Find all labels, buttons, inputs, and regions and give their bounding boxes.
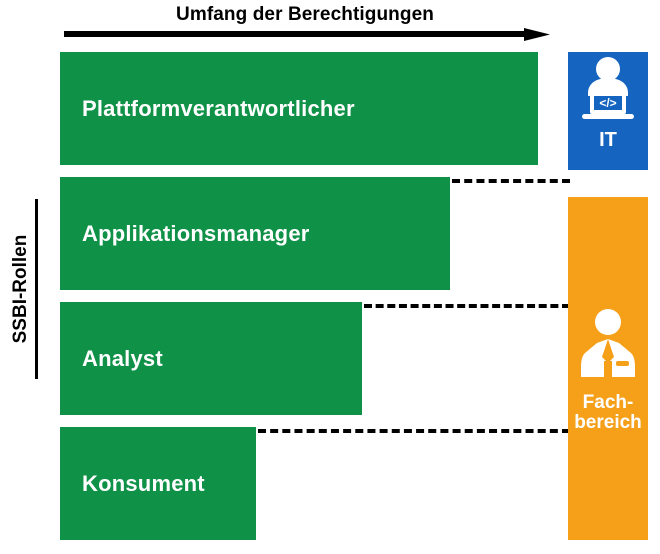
stakeholder-box-it: </> IT [568,52,648,170]
role-bar-konsument: Konsument [60,427,256,540]
business-person-icon [581,308,635,377]
stakeholder-label-line2: bereich [574,411,642,433]
role-bar-applikationsmanager: Applikationsmanager [60,177,450,290]
dashed-connector-applikationsmanager [452,179,570,183]
left-axis: SSBI-Rollen [2,195,42,395]
stakeholder-label-it: IT [599,129,617,151]
role-label: Analyst [82,345,163,371]
stakeholder-box-fachbereich: Fach- bereich [568,197,648,540]
dashed-connector-analyst [364,304,570,308]
left-axis-label: SSBI-Rollen [10,199,38,379]
role-label: Konsument [82,470,205,496]
role-bar-plattformverantwortlicher: Plattformverantwortlicher [60,52,538,165]
role-label: Plattformverantwortlicher [82,95,355,121]
svg-text:</>: </> [599,96,616,110]
top-axis-label: Umfang der Berechtigungen [176,4,434,25]
stakeholder-label-fachbereich: Fach- bereich [574,391,642,433]
stakeholder-label-line1: Fach- [582,391,634,413]
role-bar-analyst: Analyst [60,302,362,415]
developer-at-laptop-icon: </> [582,57,634,119]
right-arrow-icon [64,28,550,41]
dashed-connector-konsument [258,429,570,433]
role-label: Applikationsmanager [82,220,310,246]
